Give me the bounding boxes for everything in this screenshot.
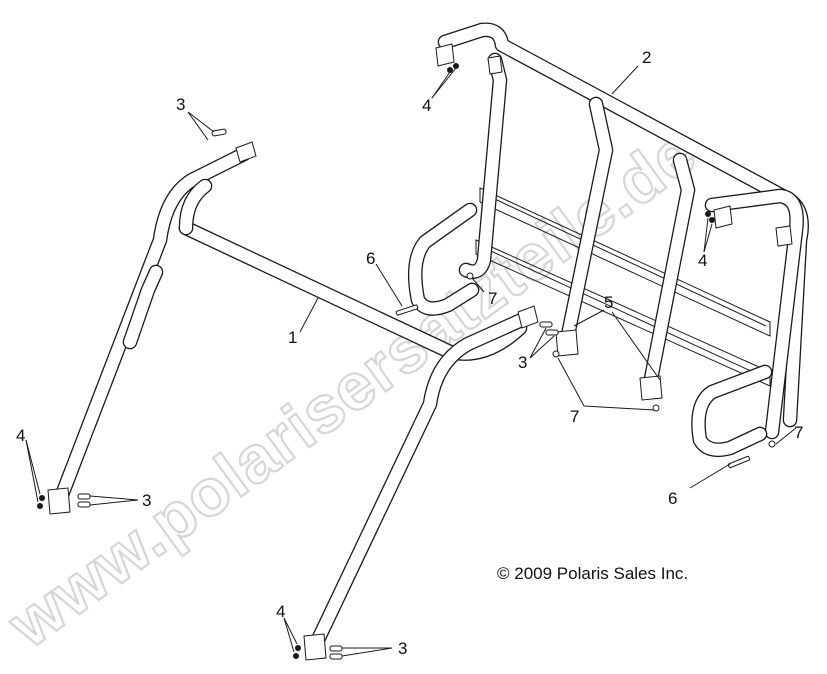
rear-cage-frame <box>407 22 809 458</box>
callout-4-left: 4 <box>16 426 25 445</box>
callout-1: 1 <box>288 328 297 347</box>
callout-4-top: 4 <box>422 96 431 115</box>
callout-4-right: 4 <box>698 251 707 270</box>
callouts: 1 2 3 3 3 3 4 4 4 4 5 6 6 7 7 7 <box>16 48 803 658</box>
callout-3-top-left: 3 <box>176 95 185 114</box>
callout-4-bottom: 4 <box>276 602 285 621</box>
callout-7-right: 7 <box>794 423 803 442</box>
callout-7-middle: 7 <box>570 407 579 426</box>
callout-6-middle: 6 <box>366 249 375 268</box>
leader-lines <box>25 65 797 657</box>
callout-3-middle: 3 <box>518 353 527 372</box>
callout-6-right: 6 <box>668 489 677 508</box>
callout-7-left: 7 <box>488 289 497 308</box>
hardware <box>37 63 776 660</box>
callout-5: 5 <box>604 293 613 312</box>
callout-3-bottom: 3 <box>398 639 407 658</box>
callout-3-bottom-left: 3 <box>142 491 151 510</box>
copyright-notice: © 2009 Polaris Sales Inc. <box>497 564 689 583</box>
front-cage-frame <box>47 141 539 661</box>
callout-2: 2 <box>642 48 651 67</box>
